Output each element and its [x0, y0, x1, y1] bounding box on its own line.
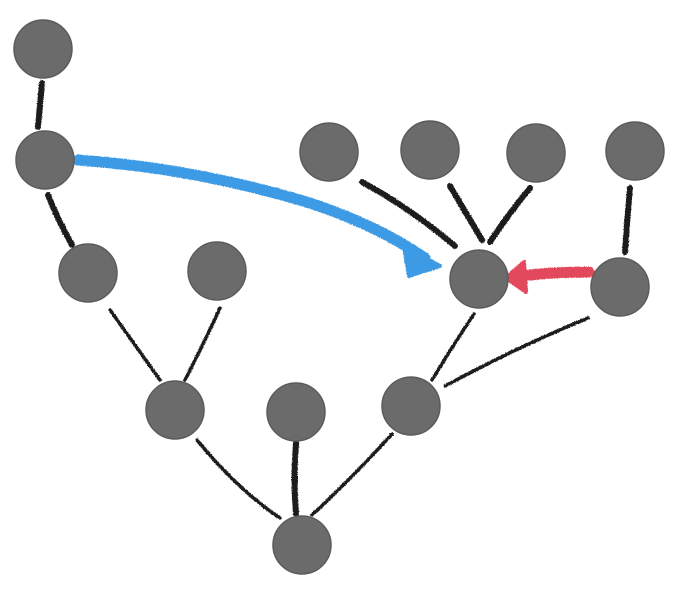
node-n15: [272, 515, 332, 575]
node-n10: [506, 123, 566, 183]
edge-n9-n11: [447, 183, 485, 243]
edge-n4-n5: [183, 306, 222, 382]
edge-n10-n11: [487, 185, 533, 245]
edges-layer: [35, 80, 633, 520]
edge-n6-n15: [291, 440, 299, 517]
node-n7: [381, 376, 441, 436]
nodes-layer: [13, 19, 665, 575]
edge-n7-n15: [310, 432, 394, 517]
edge-n3-n5: [108, 308, 162, 382]
edge-n8-n11: [359, 179, 458, 249]
edge-n12-n14: [622, 185, 633, 255]
node-n11: [449, 249, 509, 309]
edge-n7-n11: [430, 312, 476, 382]
edge-n1-n2: [35, 80, 45, 130]
arrows-layer: [72, 154, 595, 294]
node-n6: [266, 382, 326, 442]
red-arrow-head: [504, 260, 528, 294]
red-arrow-shaft: [516, 266, 595, 282]
red-arrow: [504, 260, 595, 294]
node-n14: [590, 257, 650, 317]
node-n4: [187, 241, 247, 301]
blue-arrow-shaft: [72, 154, 431, 264]
node-n3: [58, 243, 118, 303]
node-n12: [605, 121, 665, 181]
edge-n2-n3: [45, 192, 75, 248]
blue-arrow: [72, 154, 442, 278]
blue-arrow-head: [402, 244, 442, 278]
node-n8: [299, 122, 359, 182]
node-n1: [13, 19, 73, 79]
node-n9: [400, 120, 460, 180]
node-n2: [15, 130, 75, 190]
edge-n5-n15: [195, 438, 282, 520]
edge-n7-n14: [443, 316, 590, 388]
node-n5: [145, 380, 205, 440]
